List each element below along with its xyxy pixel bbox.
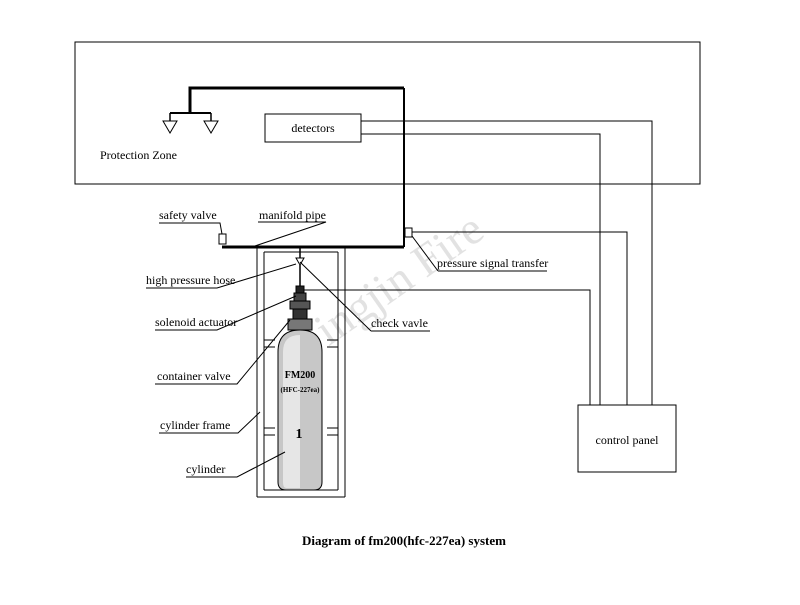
- label-cylinder: cylinder: [186, 462, 225, 476]
- cylinder-agent-text: (HFC-227ea): [281, 386, 321, 394]
- control-panel-label: control panel: [596, 433, 660, 447]
- check-valve-icon: [295, 257, 305, 267]
- detector-wiring: [361, 120, 653, 405]
- label-solenoid-actuator: solenoid actuator: [155, 315, 237, 329]
- protection-zone-box: [74, 41, 701, 185]
- cylinder-frame: [256, 247, 346, 498]
- label-high-pressure-hose: high pressure hose: [146, 273, 235, 287]
- control-panel-box: [577, 404, 677, 473]
- label-safety-valve: safety valve: [159, 208, 217, 222]
- label-cylinder-frame: cylinder frame: [160, 418, 230, 432]
- label-pressure-signal-transfer: pressure signal transfer: [437, 256, 548, 270]
- cylinder-name-text: FM200: [285, 370, 316, 381]
- check-valve-assembly: [295, 247, 305, 286]
- detectors-label: detectors: [291, 121, 335, 135]
- leader-lines: [146, 221, 547, 478]
- label-container-valve: container valve: [157, 369, 231, 383]
- diagram-title: Diagram of fm200(hfc-227ea) system: [302, 533, 506, 548]
- protection-zone-label: Protection Zone: [100, 148, 177, 162]
- solenoid-actuator-icon: [293, 285, 307, 302]
- safety-valve-icon: [218, 233, 227, 245]
- pressure-switch-icon: [404, 227, 413, 238]
- pressure-signal-wire: [412, 231, 628, 405]
- detectors-box: [264, 113, 362, 143]
- label-manifold-pipe: manifold pipe: [259, 208, 326, 222]
- cylinder-number-text: 1: [296, 427, 303, 442]
- label-check-valve: check vavle: [371, 316, 428, 330]
- discharge-nozzles: [162, 86, 404, 134]
- cylinder-body: [277, 329, 323, 491]
- nozzle-right-icon: [203, 120, 219, 134]
- nozzle-left-icon: [162, 120, 178, 134]
- solenoid-wire: [303, 289, 591, 405]
